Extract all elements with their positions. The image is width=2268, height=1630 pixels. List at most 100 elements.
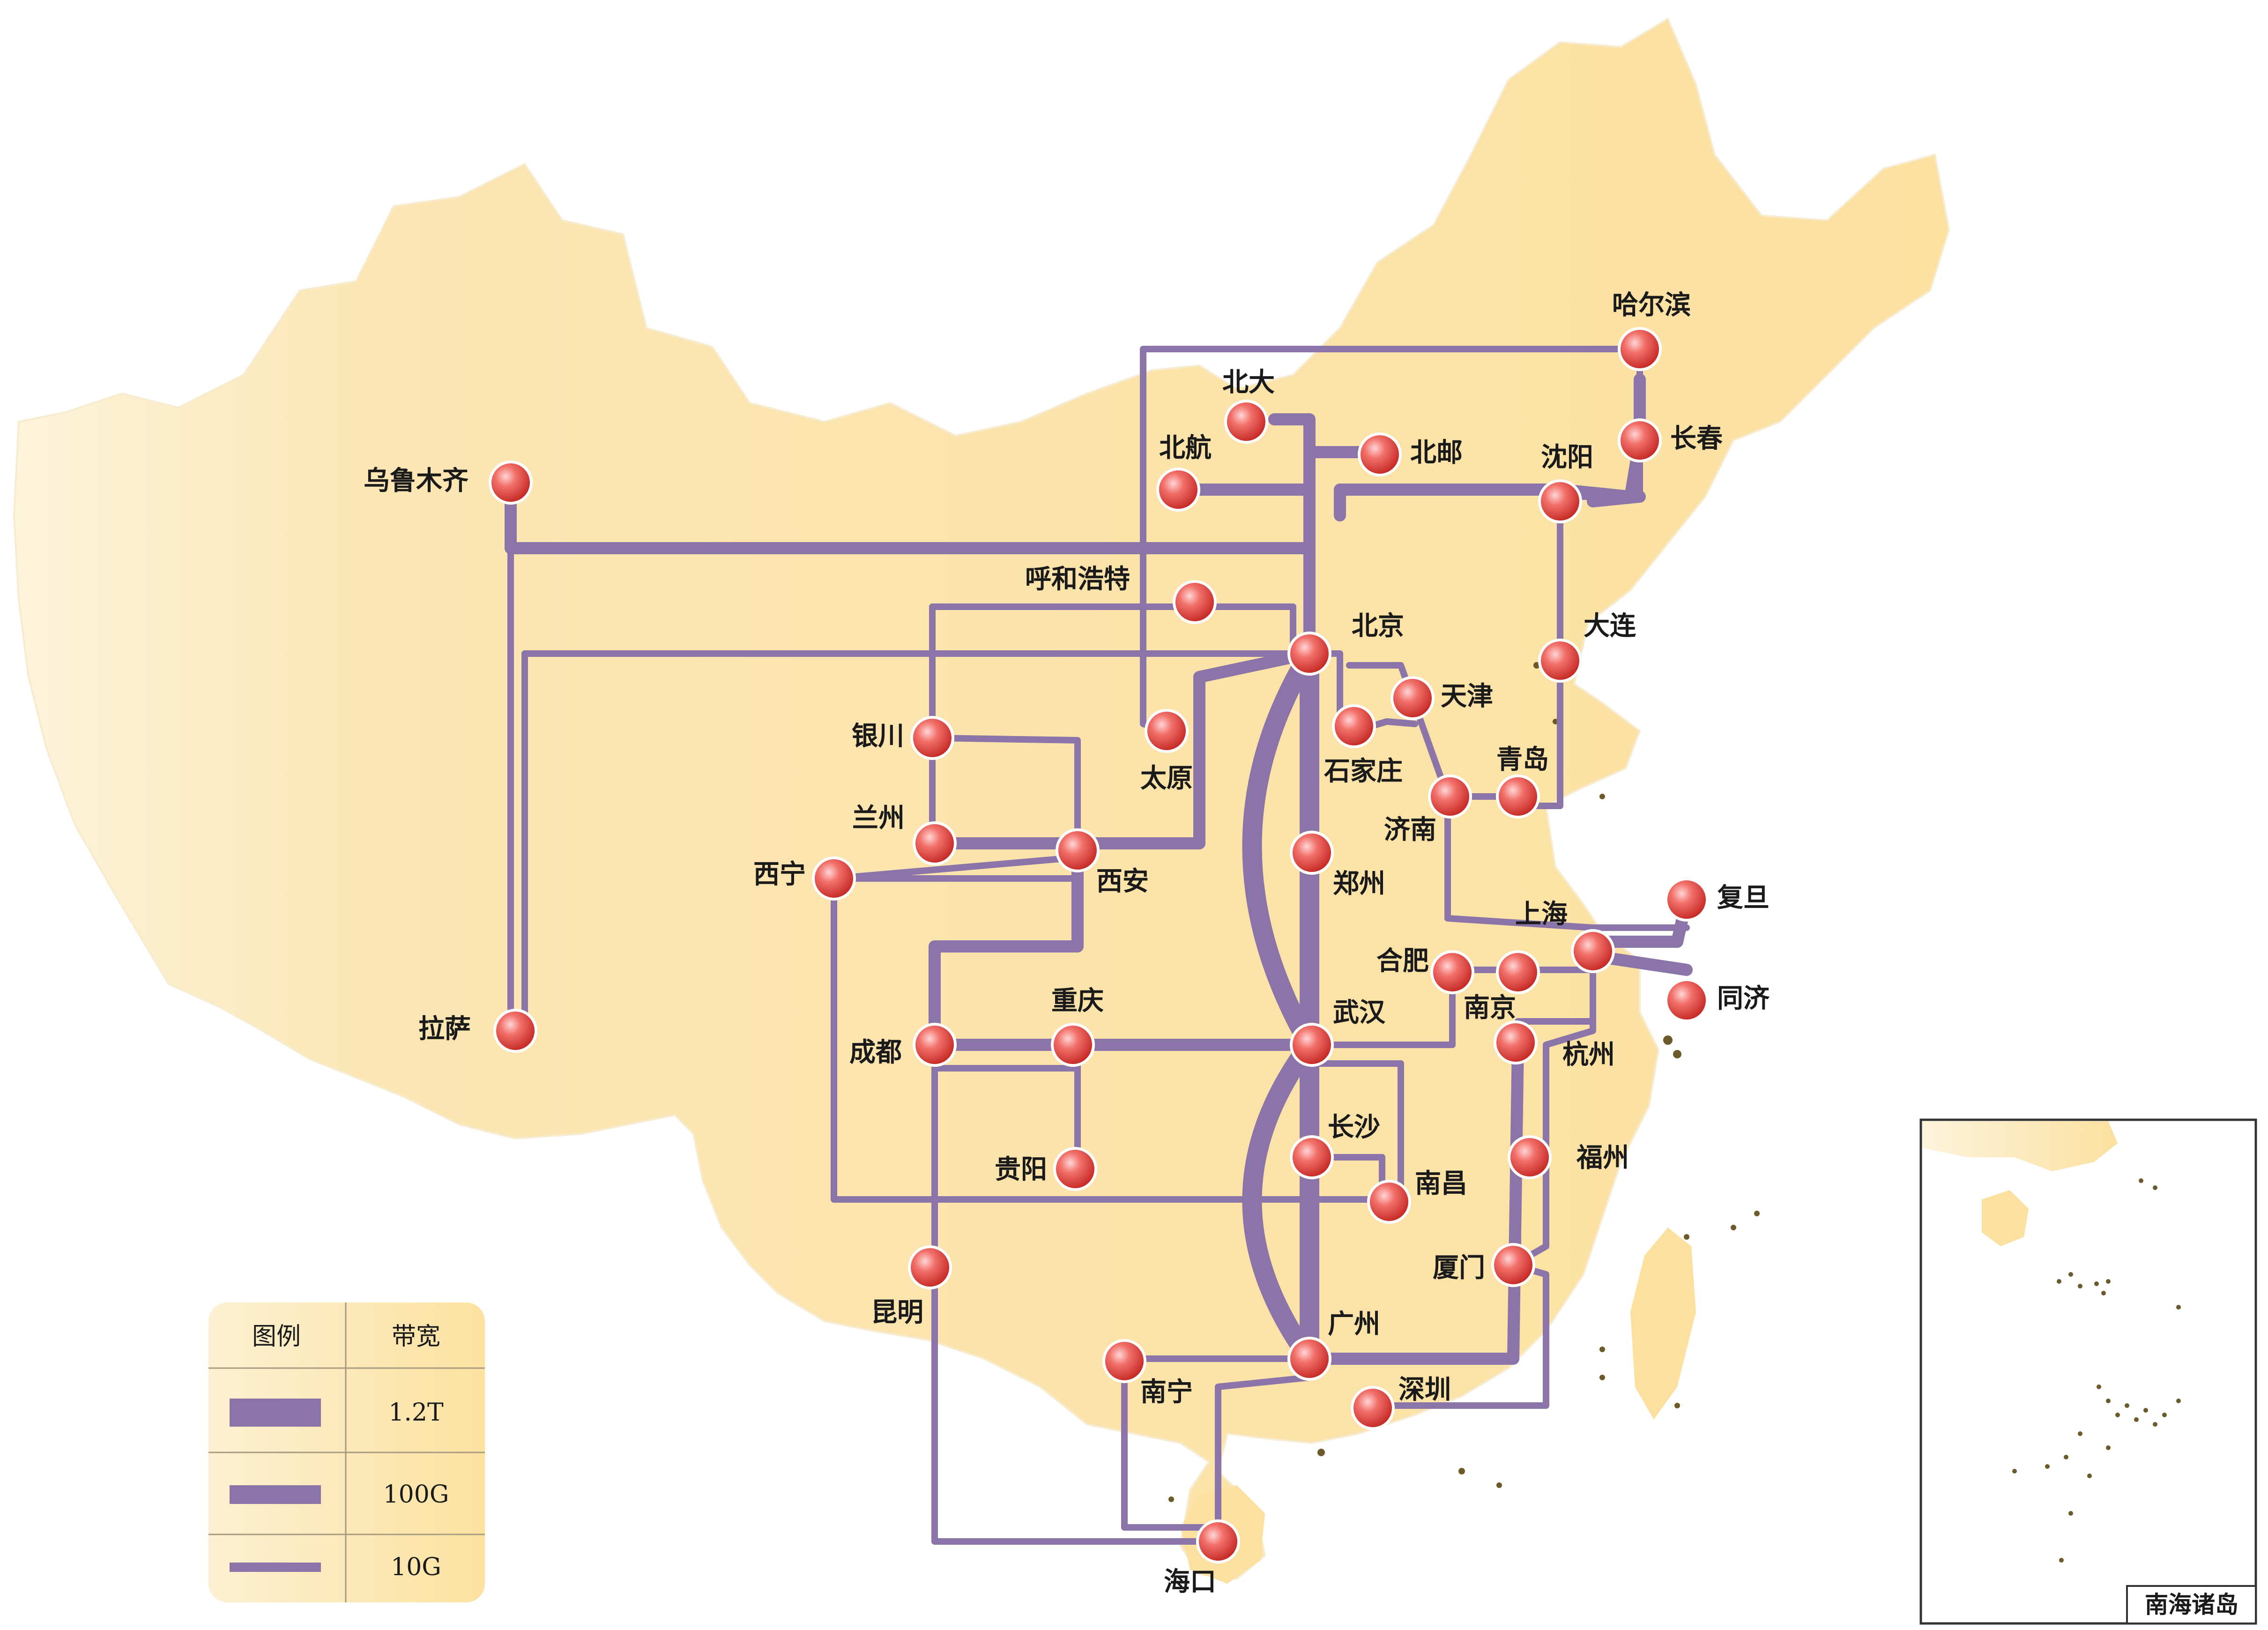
network-nodes xyxy=(489,327,1709,1563)
label-harbin: 哈尔滨 xyxy=(1612,290,1691,320)
label-shijiazhuang: 石家庄 xyxy=(1324,756,1403,787)
node-hohhot[interactable] xyxy=(1173,580,1217,624)
node-changchun[interactable] xyxy=(1618,418,1662,462)
label-chengdu: 成都 xyxy=(849,1037,902,1068)
node-shanghai[interactable] xyxy=(1571,929,1615,973)
node-shenyang[interactable] xyxy=(1538,479,1582,523)
label-nanning: 南宁 xyxy=(1140,1377,1193,1407)
node-chongqing[interactable] xyxy=(1051,1023,1095,1067)
node-beida[interactable] xyxy=(1224,400,1268,444)
node-tianjin[interactable] xyxy=(1391,676,1435,720)
node-harbin[interactable] xyxy=(1618,327,1662,371)
node-haikou[interactable] xyxy=(1196,1519,1240,1563)
legend-header-symbol: 图例 xyxy=(252,1323,301,1351)
label-lanzhou: 兰州 xyxy=(852,803,905,834)
node-hangzhou[interactable] xyxy=(1494,1020,1538,1064)
label-shanghai: 上海 xyxy=(1515,899,1568,930)
label-tianjin: 天津 xyxy=(1441,681,1493,712)
label-yinchuan: 银川 xyxy=(852,721,904,752)
label-taiyuan: 太原 xyxy=(1140,763,1193,794)
label-fudan: 复旦 xyxy=(1717,882,1770,913)
node-beijing[interactable] xyxy=(1287,632,1331,676)
label-shenzhen: 深圳 xyxy=(1398,1374,1451,1405)
node-xiamen[interactable] xyxy=(1491,1243,1535,1287)
node-guiyang[interactable] xyxy=(1053,1147,1097,1191)
taiwan-island xyxy=(1630,1228,1696,1420)
node-taiyuan[interactable] xyxy=(1145,709,1189,753)
node-nanjing[interactable] xyxy=(1496,950,1540,994)
label-xian: 西安 xyxy=(1096,866,1149,897)
label-beihang: 北航 xyxy=(1159,432,1212,463)
legend-label-10G: 10G xyxy=(391,1553,441,1581)
node-yinchuan[interactable] xyxy=(910,716,954,760)
node-zhengzhou[interactable] xyxy=(1290,831,1334,875)
label-nanjing: 南京 xyxy=(1464,992,1516,1023)
node-qingdao[interactable] xyxy=(1496,774,1540,819)
label-xiamen: 厦门 xyxy=(1433,1252,1485,1283)
label-changsha: 长沙 xyxy=(1328,1112,1380,1143)
label-hangzhou: 杭州 xyxy=(1562,1039,1615,1070)
label-urumqi: 乌鲁木齐 xyxy=(364,465,468,496)
label-hohhot: 呼和浩特 xyxy=(1025,564,1130,595)
legend-swatch-1.2T xyxy=(230,1399,321,1427)
inset-label: 南海诸岛 xyxy=(2145,1591,2238,1618)
node-xining[interactable] xyxy=(812,856,856,901)
label-fuzhou: 福州 xyxy=(1576,1142,1629,1173)
china-landmass xyxy=(13,17,1950,1580)
label-tongji: 同济 xyxy=(1717,983,1770,1014)
legend-swatch-10G xyxy=(230,1563,321,1572)
inset-islands xyxy=(2012,1178,2181,1563)
node-nanning[interactable] xyxy=(1102,1339,1146,1383)
label-lhasa: 拉萨 xyxy=(418,1013,471,1044)
inset-hainan xyxy=(1982,1190,2029,1246)
small-islands xyxy=(1168,662,1760,1502)
label-nanchang: 南昌 xyxy=(1415,1168,1467,1199)
inset-mainland xyxy=(1922,1121,2118,1171)
legend-header-bandwidth: 带宽 xyxy=(392,1323,440,1351)
label-wuhan: 武汉 xyxy=(1333,997,1386,1028)
label-beiyou: 北邮 xyxy=(1410,437,1463,468)
node-hefei[interactable] xyxy=(1430,950,1474,994)
city-labels: 乌鲁木齐 拉萨 哈尔滨 长春 沈阳 大连 北大 北邮 北航 呼和浩特 北京 天津… xyxy=(364,290,1770,1597)
node-dalian[interactable] xyxy=(1538,639,1582,683)
label-haikou: 海口 xyxy=(1164,1566,1216,1597)
label-chongqing: 重庆 xyxy=(1051,985,1104,1016)
label-changchun: 长春 xyxy=(1670,423,1723,454)
legend-label-100G: 100G xyxy=(383,1481,449,1509)
south-china-sea-inset: 南海诸岛 xyxy=(1919,1118,2257,1625)
label-beida: 北大 xyxy=(1222,367,1275,398)
node-fudan[interactable] xyxy=(1665,878,1709,922)
label-shenyang: 沈阳 xyxy=(1541,442,1593,473)
label-beijing: 北京 xyxy=(1352,610,1404,641)
node-nanchang[interactable] xyxy=(1367,1180,1411,1224)
label-guangzhou: 广州 xyxy=(1328,1309,1380,1340)
label-qingdao: 青岛 xyxy=(1496,744,1549,775)
node-guangzhou[interactable] xyxy=(1287,1337,1331,1381)
node-kunming[interactable] xyxy=(908,1245,952,1289)
inset-label-box xyxy=(2126,1585,2257,1624)
node-chengdu[interactable] xyxy=(913,1023,957,1067)
node-xian[interactable] xyxy=(1056,828,1100,872)
node-lanzhou[interactable] xyxy=(913,821,957,865)
label-zhengzhou: 郑州 xyxy=(1333,868,1385,899)
node-shenzhen[interactable] xyxy=(1351,1386,1395,1430)
node-beiyou[interactable] xyxy=(1358,432,1402,476)
legend-swatch-100G xyxy=(230,1485,321,1504)
legend-label-1.2T: 1.2T xyxy=(388,1399,444,1427)
label-xining: 西宁 xyxy=(753,859,806,890)
node-fuzhou[interactable] xyxy=(1508,1135,1552,1179)
node-tongji[interactable] xyxy=(1665,978,1709,1022)
node-jinan[interactable] xyxy=(1428,774,1472,819)
label-hefei: 合肥 xyxy=(1376,945,1429,976)
inset-frame xyxy=(1919,1118,2257,1625)
node-wuhan[interactable] xyxy=(1290,1023,1334,1067)
node-shijiazhuang[interactable] xyxy=(1332,704,1376,748)
label-dalian: 大连 xyxy=(1584,610,1636,641)
label-jinan: 济南 xyxy=(1384,814,1436,845)
node-beihang[interactable] xyxy=(1156,468,1200,512)
node-lhasa[interactable] xyxy=(493,1009,537,1053)
node-changsha[interactable] xyxy=(1290,1135,1334,1179)
node-urumqi[interactable] xyxy=(489,461,533,505)
